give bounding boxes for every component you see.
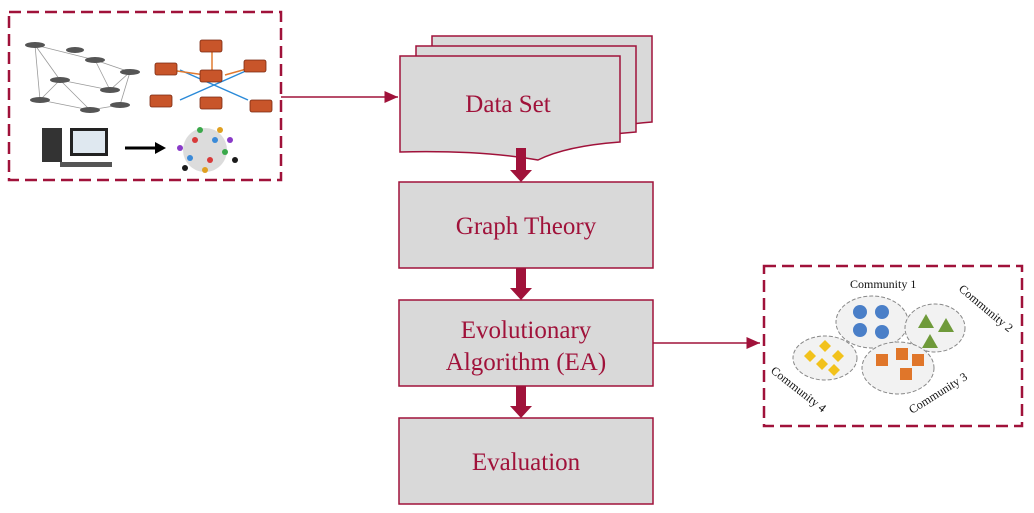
- computer-icon: [42, 128, 112, 167]
- community-4-cluster: [792, 335, 858, 381]
- ea-label-line2: Algorithm (EA): [446, 349, 606, 376]
- community-3-cluster: [861, 341, 935, 395]
- flow-arrow-1: [510, 148, 532, 182]
- evaluation-box: Evaluation: [398, 417, 654, 505]
- evaluation-label: Evaluation: [472, 449, 581, 476]
- ea-box: Evolutionary Algorithm (EA): [398, 299, 654, 387]
- arrow-right-icon: [125, 142, 166, 154]
- dolphin-network-icon: [25, 42, 140, 113]
- ea-label-line1: Evolutionary: [461, 317, 592, 344]
- books-network-icon: [149, 39, 273, 113]
- flow-arrow-3: [510, 386, 532, 418]
- community-2-cluster: [904, 303, 966, 353]
- dataset-illustration-panel: [7, 10, 283, 182]
- data-set-label: Data Set: [465, 91, 550, 118]
- graph-theory-box: Graph Theory: [398, 181, 654, 269]
- data-set-box: Data Set: [399, 35, 653, 161]
- community-1-label: Community 1: [850, 277, 916, 291]
- flow-arrow-2: [510, 268, 532, 300]
- network-graph-icon: [177, 127, 238, 173]
- community-1-cluster: [835, 295, 909, 349]
- graph-theory-label: Graph Theory: [456, 213, 597, 240]
- communities-panel: Community 1 Community 2 Community 3: [762, 264, 1024, 428]
